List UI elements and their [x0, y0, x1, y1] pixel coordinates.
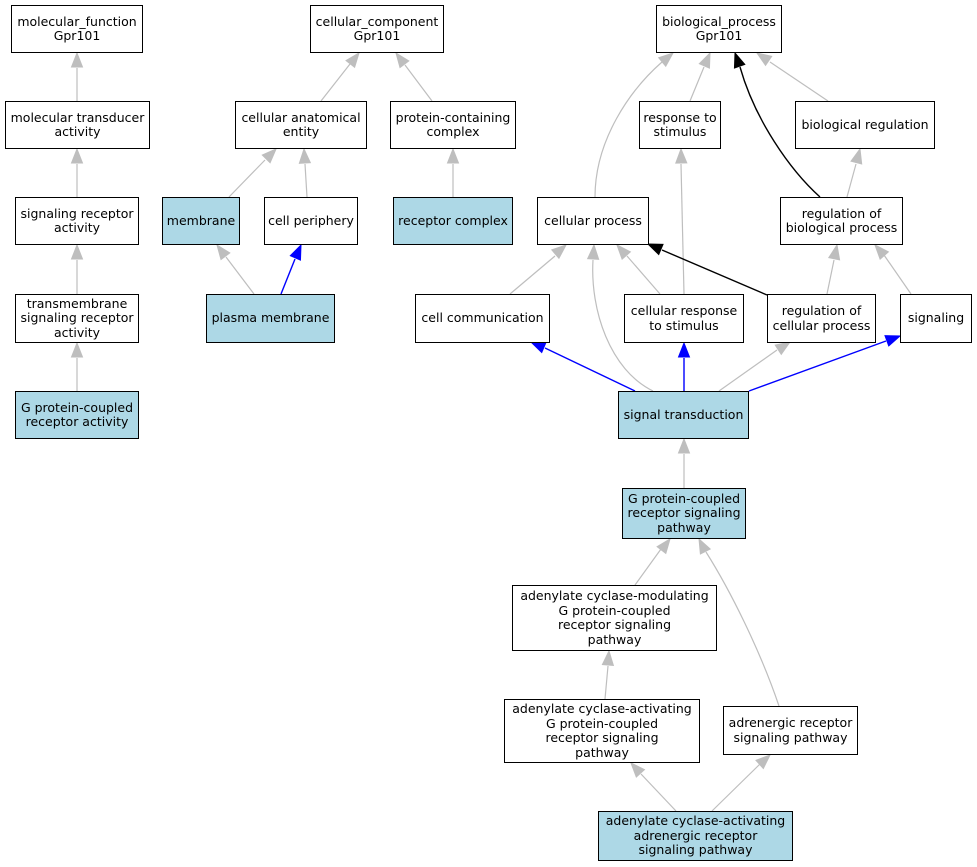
- node-adenylate-cyclase-activating-gpcr-signaling-pathway[interactable]: adenylate cyclase-activating G protein-c…: [504, 699, 700, 763]
- edge-br-to-bp: [755, 52, 829, 102]
- arrowhead: [755, 754, 772, 770]
- node-biological-regulation[interactable]: biological regulation: [795, 101, 935, 149]
- edge-crs-to-cp: [616, 243, 661, 295]
- edge-mem-to-cae: [228, 148, 277, 198]
- edge-gpcrsp-to-st: [677, 437, 691, 488]
- arrowhead: [874, 243, 890, 260]
- arrowhead: [656, 537, 671, 555]
- node-plasma-membrane[interactable]: plasma membrane: [206, 294, 335, 343]
- node-signaling[interactable]: signaling: [900, 294, 972, 343]
- edge-st-to-sig: [748, 335, 902, 392]
- arrowhead: [446, 147, 460, 164]
- node-response-to-stimulus[interactable]: response to stimulus: [639, 101, 721, 149]
- arrowhead: [550, 244, 568, 260]
- arrowhead: [630, 761, 646, 778]
- node-cellular-process[interactable]: cellular process: [537, 197, 649, 245]
- arrowhead: [70, 147, 84, 164]
- arrowhead: [755, 52, 773, 67]
- edge-acaar-to-aca: [630, 761, 677, 812]
- edge-pm-to-cper: [280, 243, 302, 295]
- node-signaling-receptor-activity[interactable]: signaling receptor activity: [15, 197, 139, 245]
- node-adrenergic-receptor-signaling-pathway[interactable]: adrenergic receptor signaling pathway: [723, 706, 858, 755]
- node-adenylate-cyclase-modulating-gpcr-signaling-pathway[interactable]: adenylate cyclase-modulating G protein-c…: [512, 585, 717, 651]
- edge-gpcra-to-tsra: [70, 341, 84, 391]
- arrowhead: [298, 147, 312, 164]
- node-g-protein-coupled-receptor-signaling-pathway[interactable]: G protein-coupled receptor signaling pat…: [622, 488, 746, 539]
- arrowhead: [601, 649, 615, 666]
- edge-cper-to-cae: [298, 147, 312, 198]
- edge-st-to-cp: [586, 243, 654, 392]
- arrowhead: [586, 243, 600, 260]
- arrowhead: [677, 341, 691, 358]
- arrowhead: [70, 341, 84, 358]
- edge-crs-to-rts: [675, 147, 688, 295]
- arrowhead: [646, 243, 664, 256]
- arrowhead: [345, 51, 360, 69]
- edge-st-to-rcp: [718, 341, 792, 392]
- arrowhead: [675, 147, 688, 164]
- node-protein-containing-complex[interactable]: protein-containing complex: [390, 101, 516, 149]
- arrowhead: [733, 51, 746, 69]
- edge-arsp-to-gpcrsp: [698, 537, 780, 707]
- edge-rcp-to-rbp: [826, 243, 841, 295]
- arrowhead: [774, 341, 792, 356]
- node-g-protein-coupled-receptor-activity[interactable]: G protein-coupled receptor activity: [15, 391, 139, 439]
- edge-rc-to-pcc: [446, 147, 460, 197]
- node-transmembrane-signaling-receptor-activity[interactable]: transmembrane signaling receptor activit…: [15, 294, 139, 343]
- edge-sig-to-rbp: [874, 243, 912, 295]
- node-receptor-complex[interactable]: receptor complex: [393, 197, 513, 245]
- edge-acaar-to-arsp: [711, 754, 772, 812]
- arrowhead: [261, 148, 277, 164]
- node-cellular-anatomical-entity[interactable]: cellular anatomical entity: [235, 101, 367, 149]
- edge-sra-to-mta: [70, 147, 84, 197]
- edge-aca-to-acm: [601, 649, 615, 700]
- arrowhead: [657, 52, 675, 68]
- arrowhead: [529, 341, 547, 354]
- edge-ccomm-to-cp: [509, 244, 568, 295]
- arrowhead: [884, 335, 902, 347]
- edge-st-to-crs: [677, 341, 691, 391]
- arrowhead: [616, 243, 632, 260]
- node-molecular-function-gpr101[interactable]: molecular_function Gpr101: [11, 5, 143, 53]
- node-regulation-of-biological-process[interactable]: regulation of biological process: [780, 197, 903, 245]
- arrowhead: [850, 147, 863, 165]
- edge-st-to-ccomm: [529, 341, 636, 392]
- edge-acm-to-gpcrsp: [634, 537, 671, 586]
- node-regulation-of-cellular-process[interactable]: regulation of cellular process: [767, 294, 876, 343]
- node-adenylate-cyclase-activating-adrenergic-receptor-signaling-pathway[interactable]: adenylate cyclase-activating adrenergic …: [598, 811, 793, 861]
- arrowhead: [70, 51, 84, 68]
- arrowhead: [395, 51, 410, 69]
- arrowhead: [70, 243, 84, 260]
- edge-rbp-to-bp: [733, 51, 821, 198]
- edge-pcc-to-cc: [395, 51, 433, 102]
- arrowhead: [698, 51, 711, 69]
- edge-rcp-to-cp: [646, 243, 768, 296]
- edge-pm-to-mem: [216, 243, 255, 295]
- edge-rbp-to-br: [846, 147, 863, 198]
- node-membrane[interactable]: membrane: [162, 197, 240, 245]
- node-signal-transduction[interactable]: signal transduction: [618, 391, 749, 439]
- arrowhead: [827, 243, 841, 261]
- edge-rts-to-bp: [689, 51, 711, 102]
- node-molecular-transducer-activity[interactable]: molecular transducer activity: [5, 101, 150, 149]
- arrowhead: [698, 537, 712, 555]
- node-cell-communication[interactable]: cell communication: [415, 294, 550, 343]
- edge-tsra-to-sra: [70, 243, 84, 294]
- arrowhead: [677, 437, 691, 454]
- edge-cp-to-bp: [594, 52, 675, 198]
- edge-cae-to-cc: [320, 51, 360, 102]
- node-cellular-response-to-stimulus[interactable]: cellular response to stimulus: [624, 294, 744, 343]
- node-biological-process-gpr101[interactable]: biological_process Gpr101: [656, 5, 782, 53]
- node-cellular-component-gpr101[interactable]: cellular_component Gpr101: [310, 5, 444, 53]
- node-cell-periphery[interactable]: cell periphery: [264, 197, 358, 245]
- arrowhead: [289, 243, 302, 261]
- edge-mta-to-mf: [70, 51, 84, 101]
- arrowhead: [216, 243, 231, 261]
